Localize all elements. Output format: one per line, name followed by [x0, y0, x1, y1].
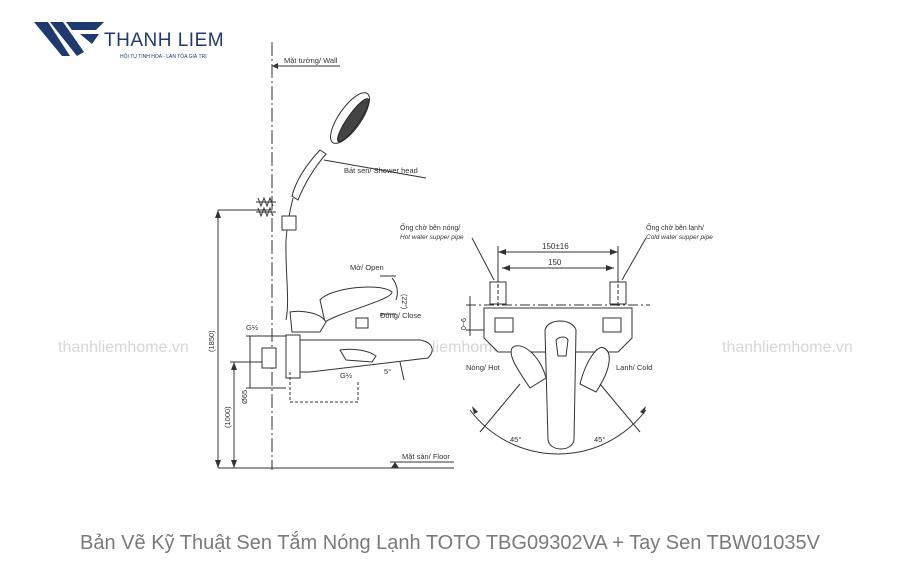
- connector-dash: [289, 372, 359, 403]
- close-label: Đóng/ Close: [380, 311, 421, 320]
- drawing-caption: Bản Vẽ Kỹ Thuật Sen Tắm Nóng Lạnh TOTO T…: [80, 532, 820, 554]
- wall-plate: [285, 334, 301, 379]
- cold-pipe-label-en: Cold water supper pipe: [646, 234, 713, 241]
- front-view-labels: Ống chờ bên nóng/ Hot water supper pipe …: [400, 222, 713, 444]
- hot-pipe-label-vi: Ống chờ bên nóng/: [400, 222, 460, 232]
- shower-head-leader: [323, 159, 427, 179]
- open-label: Mở/ Open: [350, 263, 384, 272]
- lever-base: [289, 310, 327, 333]
- lever-right-swing: [579, 346, 610, 393]
- floor-label: Mặt sàn/ Floor: [402, 452, 450, 461]
- angle-right-label: 45°: [594, 435, 605, 444]
- brand-logo: THANH LIEM HỘI TỤ TINH HOA - LAN TỎA GIÁ…: [34, 22, 224, 60]
- height-mixer-label: (1000): [223, 406, 232, 428]
- inlet-label: G½: [246, 323, 259, 332]
- mixer-lever: [319, 286, 393, 323]
- shower-hose: [285, 197, 294, 321]
- cold-label: Lạnh/ Cold: [616, 363, 652, 372]
- logo-mark-icon: [34, 22, 104, 56]
- cold-pipe-label-vi: Ống chờ bên lạnh/: [646, 222, 704, 232]
- brand-name: THANH LIEM: [104, 30, 224, 51]
- hot-pipe-label-en: Hot water supper pipe: [400, 234, 464, 241]
- wall-label: Mặt tường/ Wall: [284, 56, 338, 65]
- angle-open-label: (22°): [400, 294, 408, 309]
- watermark-right: thanhliemhome.vn: [722, 339, 853, 356]
- diverter-knob: [355, 317, 369, 329]
- side-view-labels: Mặt tường/ Wall Bát sen/ Shower head Mở/…: [207, 56, 450, 461]
- diameter-label: Ø65: [240, 390, 249, 404]
- watermark-group: thanhliemhome.vn thanhliemhome.vn thanhl…: [58, 339, 853, 356]
- height-total-label: (1850): [207, 330, 216, 352]
- shower-head: [330, 92, 370, 144]
- dim-center-label: 150: [548, 258, 562, 267]
- side-view: [215, 42, 454, 470]
- shower-handle: [291, 149, 327, 201]
- hot-label: Nóng/ Hot: [466, 363, 501, 372]
- wall-anchors: [256, 196, 276, 218]
- lever-left-swing: [510, 345, 547, 389]
- front-lever: [544, 320, 577, 450]
- brand-slogan: HỘI TỤ TINH HOA - LAN TỎA GIÁ TRỊ: [120, 53, 207, 60]
- angle-close-label: 5°: [384, 367, 391, 376]
- shower-head-label: Bát sen/ Shower head: [344, 166, 418, 175]
- outlet-label: G½: [340, 371, 353, 380]
- angle-left-label: 45°: [510, 435, 521, 444]
- shower-bracket: [281, 215, 297, 231]
- watermark-left: thanhliemhome.vn: [58, 339, 189, 356]
- front-view: [466, 237, 650, 455]
- offset-label: 0~6: [461, 318, 468, 330]
- spout: [339, 348, 377, 363]
- inlet-connector: [261, 347, 277, 369]
- swing-arc: [469, 409, 647, 455]
- dim-range-label: 150±16: [542, 242, 569, 251]
